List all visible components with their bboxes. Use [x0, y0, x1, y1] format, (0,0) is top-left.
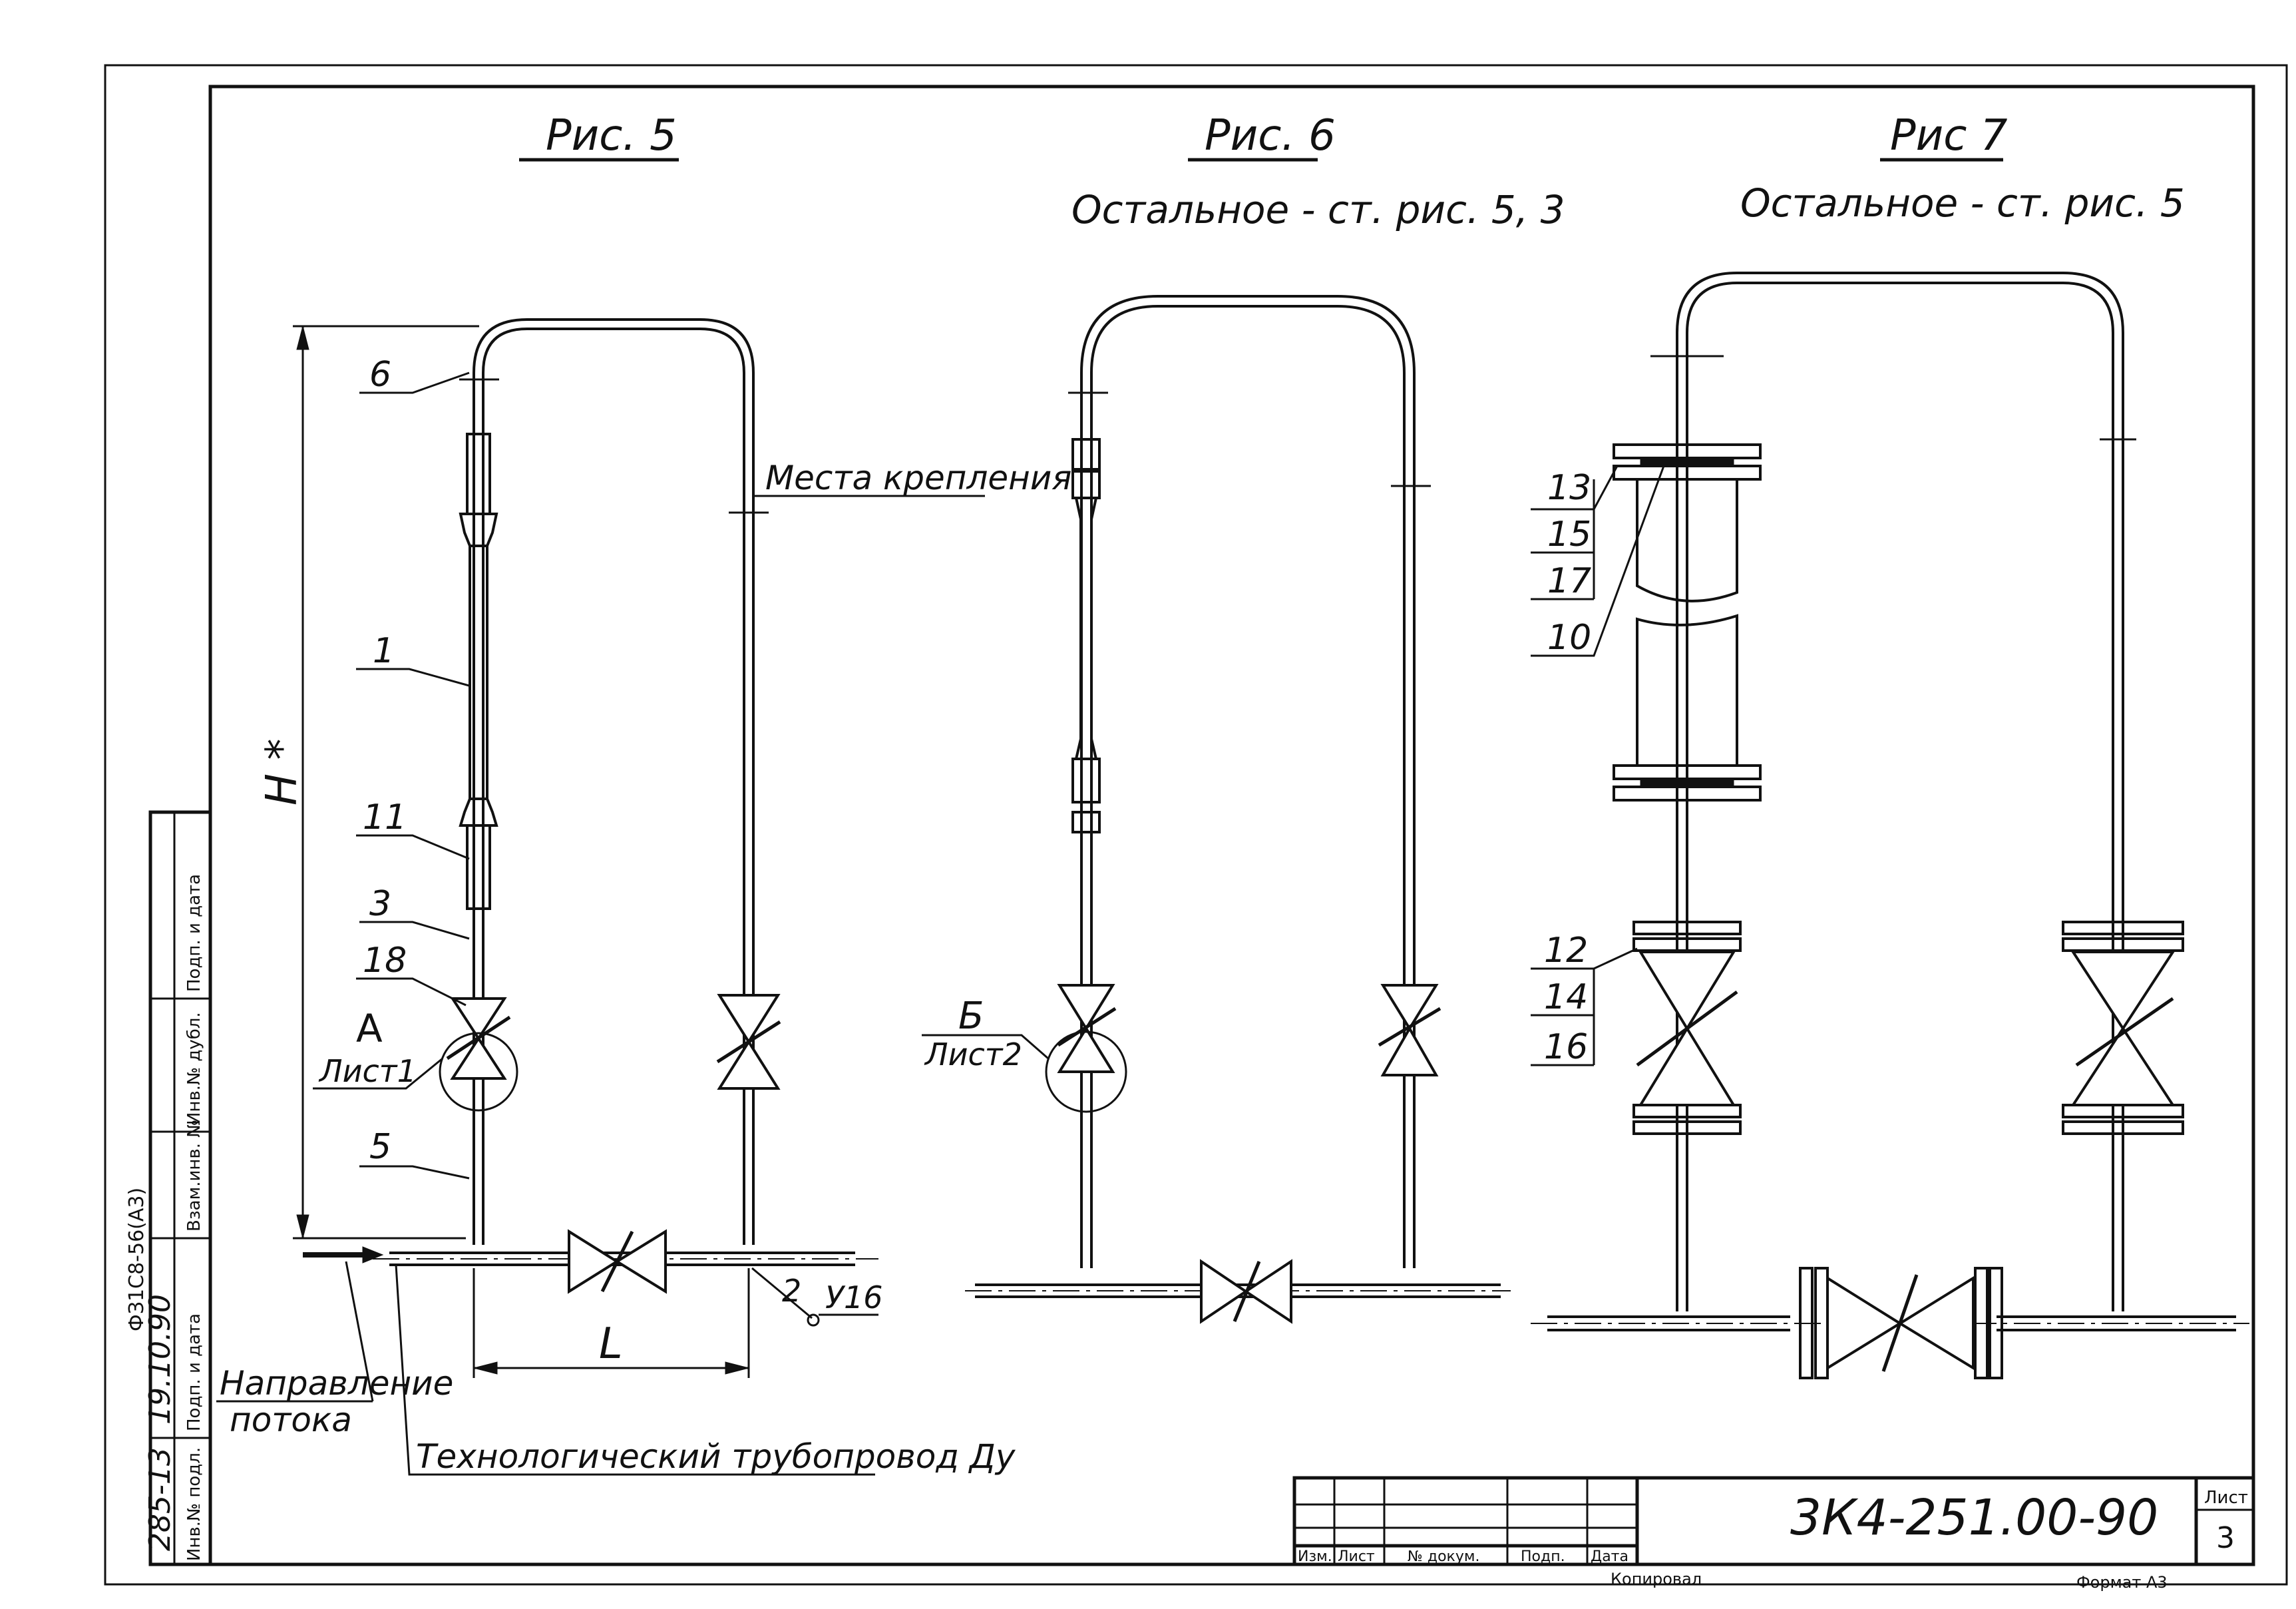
- pos-18: 18: [363, 941, 407, 981]
- tb-col-sign: Подп.: [1521, 1548, 1565, 1565]
- fig6-note: Остальное - ст. рис. 5, 3: [1071, 187, 1565, 232]
- stamp-inv-orig: Инв.№ подл.: [184, 1447, 204, 1561]
- tb-sheet-number: 3: [2216, 1521, 2235, 1555]
- view-b-label: Б: [958, 995, 984, 1038]
- stamp-sign-date-1: Подп. и дата: [184, 1313, 204, 1431]
- pos-16: 16: [1544, 1027, 1588, 1067]
- outer-frame: [104, 64, 2288, 1586]
- pos-17: 17: [1547, 561, 1591, 601]
- fig7-note: Остальное - ст. рис. 5: [1740, 180, 2185, 226]
- tb-col-doc: № докум.: [1408, 1548, 1479, 1565]
- stamp-inv-value: 285-13: [143, 1447, 177, 1551]
- pos-1: 1: [373, 631, 395, 671]
- view-a-label: А: [356, 1006, 383, 1051]
- side-stamp: Инв.№ подл. Подп. и дата Взам.инв. № Инв…: [125, 810, 212, 1566]
- flow-direction-line1: Направление: [220, 1364, 453, 1403]
- figure-7: Рис 7 Остальное - ст. рис. 5: [1531, 111, 2249, 1379]
- pos-11: 11: [363, 798, 407, 837]
- stamp-sign-date-2: Подп. и дата: [184, 874, 204, 992]
- pos-2: 2: [782, 1273, 801, 1309]
- pos-13: 13: [1547, 468, 1591, 508]
- view-b-sheet: Лист2: [924, 1036, 1022, 1072]
- tb-col-change: Изм.: [1298, 1548, 1332, 1565]
- pos-6: 6: [369, 355, 391, 395]
- tb-copied: Копировал: [1611, 1570, 1702, 1588]
- pos-10: 10: [1547, 618, 1591, 658]
- height-dimension: H *: [258, 739, 307, 805]
- tb-format: Формат А3: [2076, 1573, 2168, 1592]
- stamp-code: ФЗ1С8-56(А3): [125, 1188, 148, 1331]
- stamp-date-value: 19.10.90: [143, 1294, 177, 1425]
- fig7-title: Рис 7: [1890, 111, 2008, 160]
- fig5-title: Рис. 5: [546, 111, 677, 160]
- fig6-title: Рис. 6: [1205, 111, 1336, 160]
- weld-symbol: У16: [825, 1279, 883, 1315]
- length-dimension: L: [599, 1319, 623, 1369]
- tb-sheet-label: Лист: [2204, 1488, 2248, 1508]
- tb-doc-number: 3К4-251.00-90: [1790, 1489, 2158, 1546]
- stamp-replace-inv: Взам.инв. №: [184, 1120, 204, 1232]
- tb-col-date: Дата: [1591, 1548, 1628, 1565]
- figure-6: Рис. 6 Остальное - ст. рис. 5, 3 Б Лист2: [922, 111, 1565, 1324]
- pos-3: 3: [369, 884, 391, 924]
- mounting-points-label: Места крепления: [765, 459, 1071, 497]
- pos-12: 12: [1544, 931, 1588, 971]
- pos-14: 14: [1544, 977, 1588, 1017]
- pos-5: 5: [369, 1127, 391, 1167]
- title-block: Изм. Лист № докум. Подп. Дата 3К4-251.00…: [1292, 1476, 2255, 1592]
- pos-15: 15: [1547, 515, 1591, 555]
- stamp-inv-dup: Инв.№ дубл.: [184, 1012, 204, 1125]
- process-pipeline-label: Технологический трубопровод Ду: [416, 1437, 1016, 1476]
- view-a-sheet: Лист1: [318, 1053, 417, 1089]
- tb-col-sheet: Лист: [1338, 1548, 1375, 1565]
- figure-5: Рис. 5 H *: [216, 111, 1071, 1476]
- flow-direction-line2: потока: [230, 1401, 352, 1439]
